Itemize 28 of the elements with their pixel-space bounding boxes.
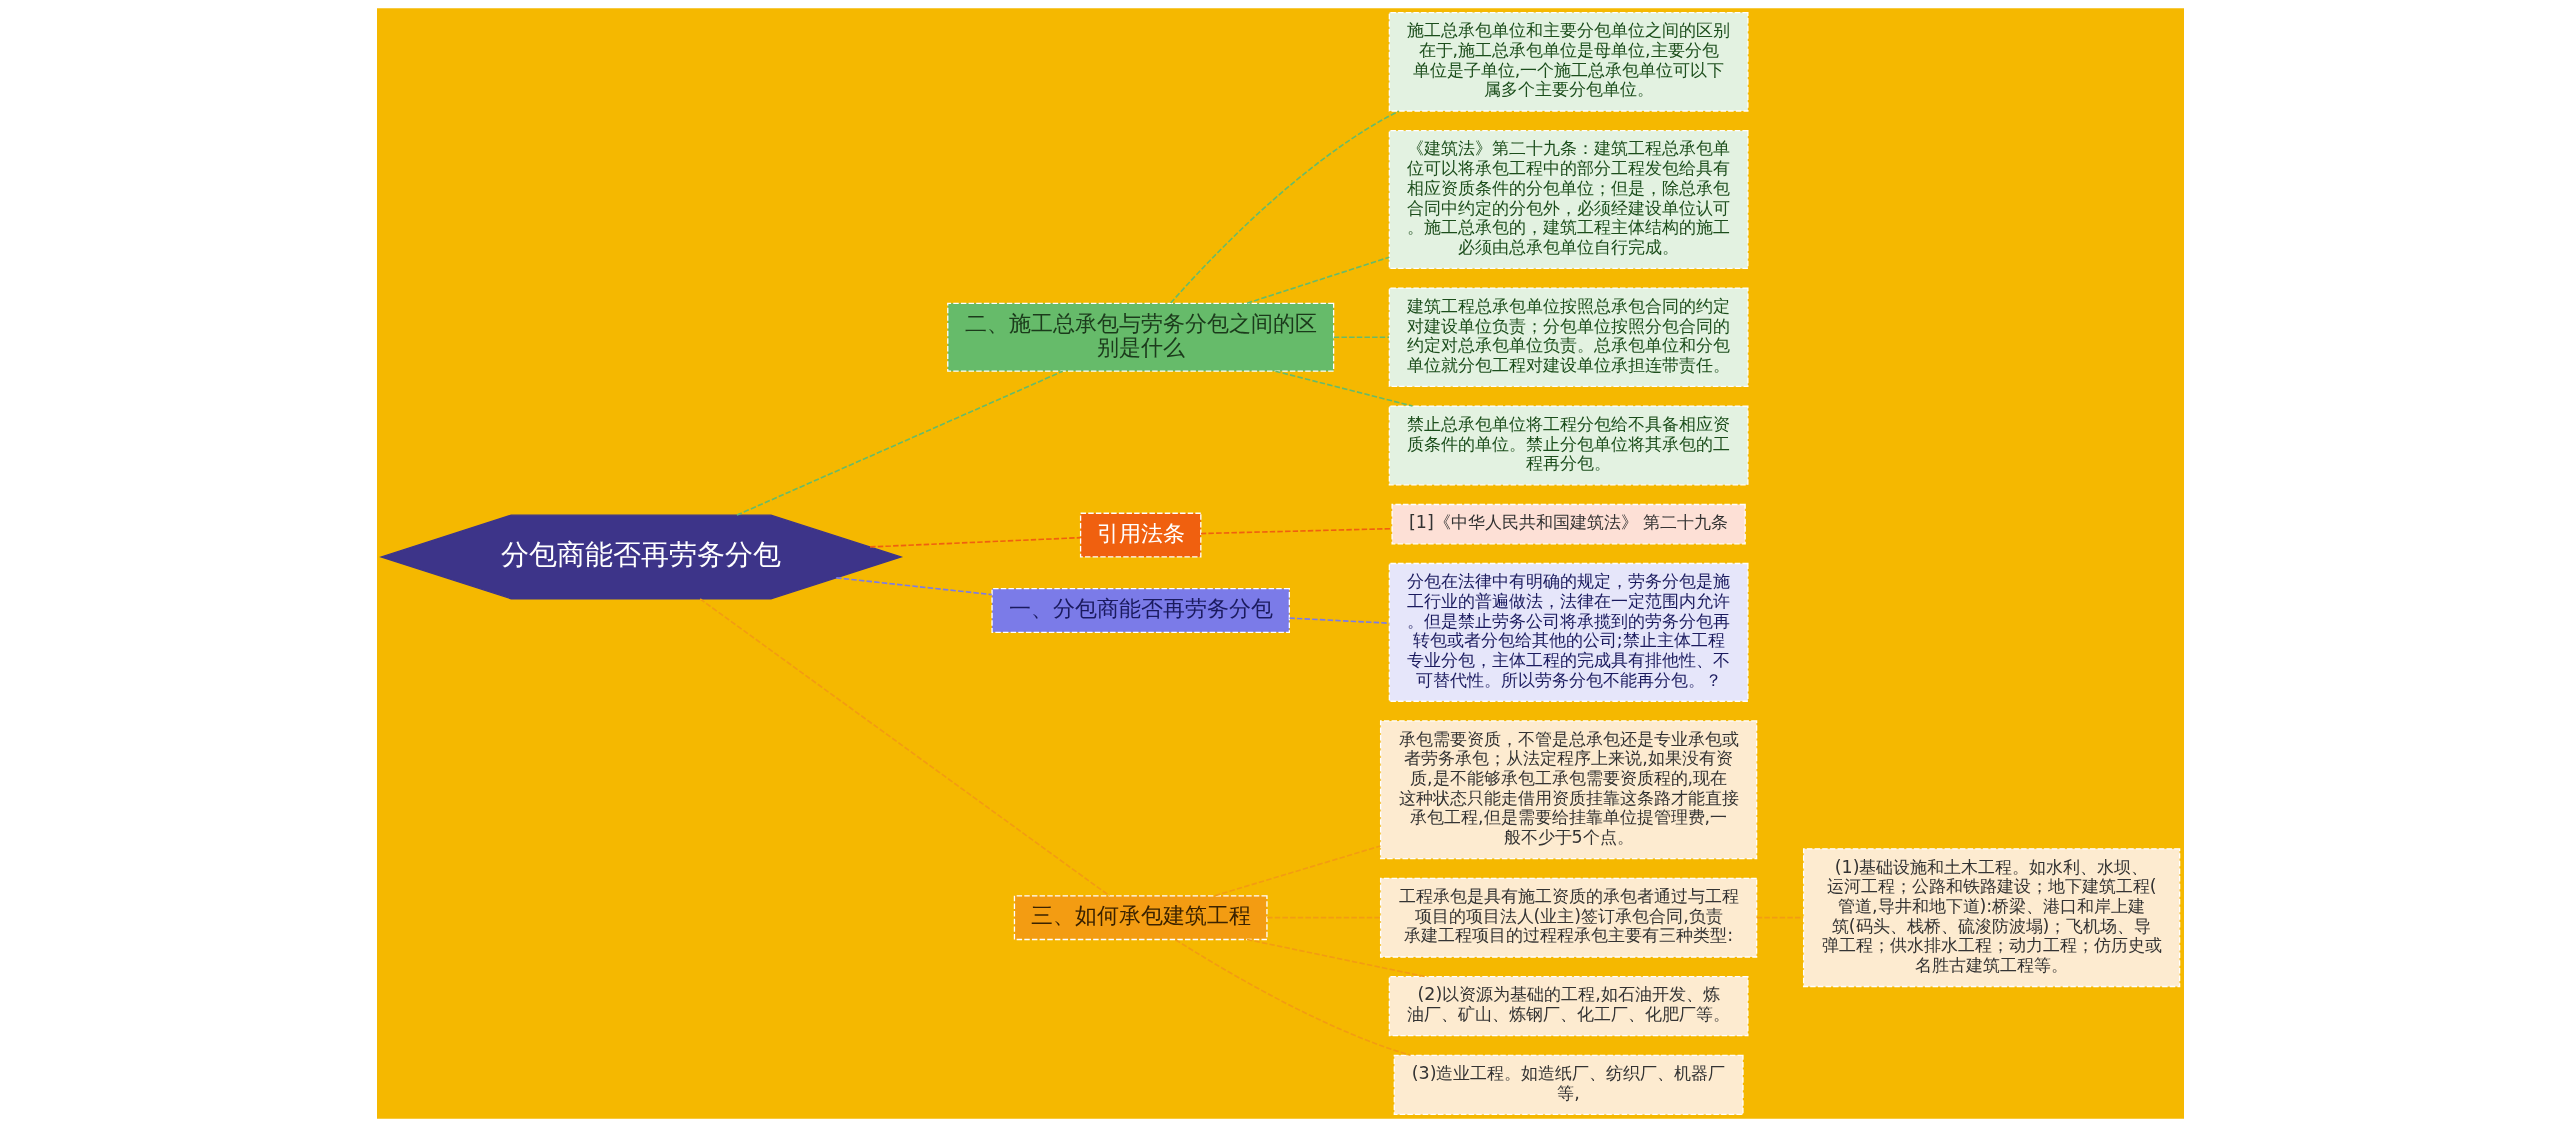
node-box: 建筑工程总承包单位按照总承包合同的约定对建设单位负责；分包单位按照分包合同的约定对总承包单位负责。总承包单位和分包单位就分包工程对建设单位承担连带责任。 [1388, 287, 1749, 388]
node-box: (2)以资源为基础的工程,如石油开发、炼油厂、矿山、炼钢厂、化工厂、化肥厂等。 [1388, 976, 1749, 1037]
connector [1288, 617, 1390, 625]
node-box: 二、施工总承包与劳务分包之间的区别是什么 [946, 302, 1334, 372]
node-box: 承包需要资质，不管是总承包还是专业承包或者劳务承包；从法定程序上来说,如果没有资质,是不能够承包工承包需要资质程的,现在这种状态只能走借用资质挂靠这条路才能直接承包工程,但是需要给挂靠单位提管理费,一般不少于5个点。 [1379, 720, 1757, 860]
connector [698, 598, 1110, 897]
node-box: 引用法条 [1079, 512, 1201, 558]
node-box: 工程承包是具有施工资质的承包者通过与工程项目的项目法人(业主)签订承包合同,负责承建工程项目的过程程承包主要有三种类型: [1379, 877, 1757, 958]
connector [1332, 336, 1390, 339]
node-box: [1]《中华人民共和国建筑法》 第二十九条 [1390, 503, 1746, 545]
connector [1274, 370, 1413, 407]
node-box: 三、如何承包建筑工程 [1013, 895, 1268, 941]
connector [1245, 938, 1426, 978]
node-box: 禁止总承包单位将工程分包给不具备相应资质条件的单位。禁止分包单位将其承包的工程再分包。 [1388, 405, 1749, 486]
connector [735, 370, 1064, 516]
node-box: 施工总承包单位和主要分包单位之间的区别在于,施工总承包单位是母单位,主要分包单位是子单位,一个施工总承包单位可以下属多个主要分包单位。 [1388, 11, 1749, 112]
node-box: 分包在法律中有明确的规定，劳务分包是施工行业的普遍做法，法律在一定范围内允许。但是禁止劳务公司将承揽到的劳务分包再转包或者分包给其他的公司;禁止主体工程专业分包，主体工程的完成具有排他性、不可替代性。所以劳务分包不能再分包。？ [1388, 562, 1749, 702]
connector [1174, 938, 1411, 1057]
node-box: 《建筑法》第二十九条：建筑工程总承包单位可以将承包工程中的部分工程发包给具有相应资质条件的分包单位；但是，除总承包合同中约定的分包外，必须经建设单位认可。施工总承包的，建筑工程主体结构的施工必须由总承包单位自行完成。 [1388, 130, 1749, 270]
connector [1213, 845, 1381, 897]
node-box: (1)基础设施和土木工程。如水利、水坝、运河工程；公路和铁路建设；地下建筑工程(管道,导井和地下道):桥梁、港口和岸上建筑(码头、栈桥、硫浚防波塌)；飞机场、导弹工程；供水排水工程；动力工程；仿历史或名胜古建筑工程等。 [1802, 848, 2180, 988]
connector [868, 536, 1081, 548]
node-box: (3)造业工程。如造纸厂、纺织厂、机器厂等, [1393, 1054, 1744, 1116]
connector [1169, 110, 1400, 304]
node-box: 一、分包商能否再劳务分包 [990, 588, 1290, 633]
connector [834, 577, 992, 596]
connector [1245, 256, 1390, 304]
connector [1199, 527, 1393, 535]
